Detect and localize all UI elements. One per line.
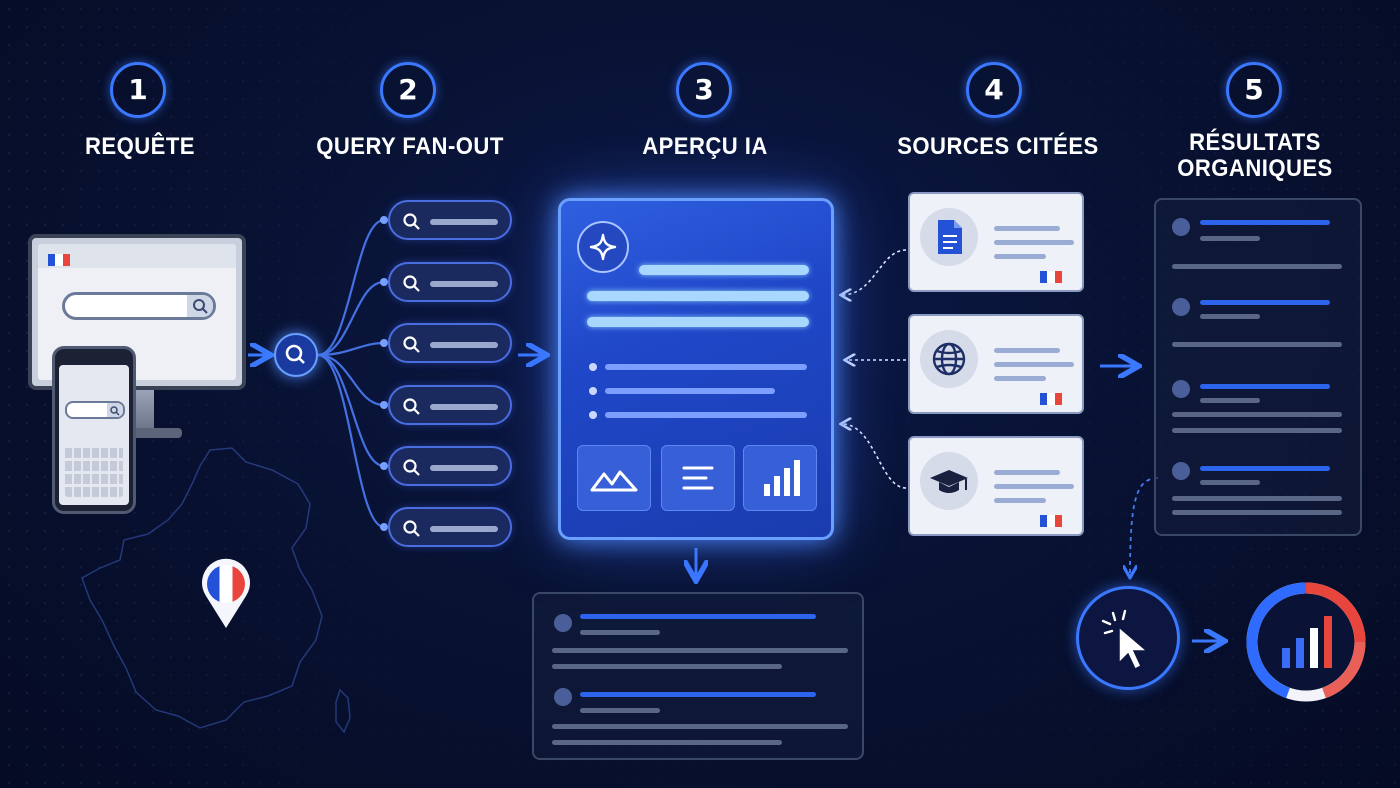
fan-out-query-2[interactable] xyxy=(388,262,512,302)
mobile-search-bar[interactable] xyxy=(65,401,125,419)
globe-icon xyxy=(932,342,966,376)
fan-out-query-3[interactable] xyxy=(388,323,512,363)
bullet-dot xyxy=(589,387,597,395)
flag-france-icon xyxy=(1040,390,1062,405)
step-2-title: QUERY FAN-OUT xyxy=(316,133,504,160)
ai-overview-panel[interactable] xyxy=(558,198,834,540)
search-icon xyxy=(403,275,420,292)
graduation-cap-icon xyxy=(930,470,968,493)
overview-results-panel xyxy=(532,592,864,760)
location-pin-icon xyxy=(202,558,250,628)
image-tile[interactable] xyxy=(577,445,651,511)
fan-out-query-6[interactable] xyxy=(388,507,512,547)
bar-chart-icon xyxy=(764,460,800,496)
search-icon xyxy=(403,213,420,230)
step-5-title-line2: ORGANIQUES xyxy=(1177,155,1333,182)
overview-line-1 xyxy=(639,265,809,275)
growth-ring xyxy=(1246,582,1366,702)
click-circle[interactable] xyxy=(1076,586,1180,690)
fan-out-query-5[interactable] xyxy=(388,446,512,486)
overview-line-3 xyxy=(587,317,809,327)
monitor-stand-base xyxy=(92,428,182,438)
search-icon xyxy=(285,344,305,364)
chart-tile[interactable] xyxy=(743,445,817,511)
bullet-dot xyxy=(589,363,597,371)
dashed-organic-to-click xyxy=(1130,477,1159,576)
fan-out-query-4[interactable] xyxy=(388,385,512,425)
step-4-number: 4 xyxy=(966,62,1022,118)
phone-keyboard xyxy=(65,445,123,497)
text-lines-icon xyxy=(682,466,714,490)
text-tile[interactable] xyxy=(661,445,735,511)
step-1-number: 1 xyxy=(110,62,166,118)
step-3-title: APERÇU IA xyxy=(642,133,768,160)
step-4-title: SOURCES CITÉES xyxy=(897,133,1099,160)
search-icon xyxy=(403,336,420,353)
query-hub[interactable] xyxy=(274,333,318,377)
france-map xyxy=(81,447,351,734)
step-3-number: 3 xyxy=(676,62,732,118)
cursor-click-icon xyxy=(1101,609,1150,671)
bar-chart-icon xyxy=(1282,616,1332,668)
search-icon xyxy=(403,520,420,537)
search-icon xyxy=(110,406,120,416)
bullet-line xyxy=(605,364,807,370)
bullet-dot xyxy=(589,411,597,419)
smartphone xyxy=(52,346,136,514)
overview-line-2 xyxy=(587,291,809,301)
flag-france-icon xyxy=(1040,268,1062,283)
source-card-academic[interactable] xyxy=(908,436,1084,536)
search-icon xyxy=(403,398,420,415)
step-2-number: 2 xyxy=(380,62,436,118)
flag-france-icon xyxy=(1040,512,1062,527)
bullet-line xyxy=(605,412,807,418)
image-icon xyxy=(590,470,638,492)
fan-out-query-1[interactable] xyxy=(388,200,512,240)
document-icon xyxy=(938,220,962,254)
step-5-number: 5 xyxy=(1226,62,1282,118)
flag-france-icon xyxy=(48,251,70,266)
step-5-title-line1: RÉSULTATS xyxy=(1189,129,1321,156)
desktop-search-bar[interactable] xyxy=(62,292,216,320)
step-1-title: REQUÊTE xyxy=(85,133,195,160)
bullet-line xyxy=(605,388,775,394)
sparkle-badge xyxy=(577,221,629,273)
source-card-web[interactable] xyxy=(908,314,1084,414)
organic-results-panel xyxy=(1154,198,1362,536)
source-card-document[interactable] xyxy=(908,192,1084,292)
search-icon xyxy=(193,299,208,314)
analytics-circle[interactable] xyxy=(1244,580,1368,704)
sparkle-icon xyxy=(589,233,617,261)
search-icon xyxy=(403,459,420,476)
